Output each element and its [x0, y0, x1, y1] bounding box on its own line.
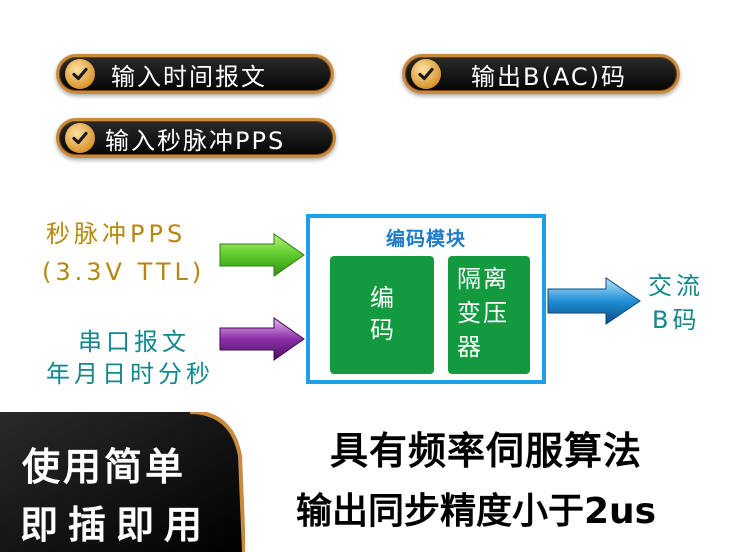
- output-arrow-icon: [547, 277, 641, 325]
- encode-label: 编码: [370, 284, 394, 344]
- corner-text-line1: 使用简单: [22, 445, 187, 489]
- badge-label: 输入秒脉冲PPS: [105, 126, 286, 155]
- isolation-label: 隔离变压器: [457, 265, 509, 361]
- isolation-transformer-block: 隔离变压器: [448, 256, 530, 374]
- feature-line1: 具有频率伺服算法: [330, 429, 643, 473]
- check-icon: [65, 59, 95, 89]
- badge-output-bac: 输出B(AC)码: [402, 54, 680, 94]
- check-icon: [65, 123, 95, 153]
- serial-content-label: 年月日时分秒: [46, 360, 214, 388]
- pps-arrow-icon: [219, 233, 305, 277]
- module-title: 编码模块: [385, 228, 466, 250]
- output-label-line2: B码: [652, 306, 701, 334]
- pps-input-label: 秒脉冲PPS: [46, 220, 187, 248]
- badge-label: 输入时间报文: [111, 62, 267, 91]
- corner-panel: [0, 412, 245, 552]
- serial-arrow-icon: [219, 317, 305, 361]
- badge-input-pps: 输入秒脉冲PPS: [56, 118, 336, 158]
- serial-input-label: 串口报文: [78, 328, 190, 356]
- check-icon: [411, 59, 441, 89]
- pps-voltage-label: (3.3V TTL): [42, 258, 206, 286]
- encoding-module: 编码模块 编码 隔离变压器: [306, 214, 546, 384]
- corner-text-line2: 即插即用: [20, 503, 213, 547]
- feature-line2: 输出同步精度小于2us: [296, 491, 657, 532]
- encode-block: 编码: [330, 256, 434, 374]
- output-label-line1: 交流: [648, 272, 704, 300]
- badge-label: 输出B(AC)码: [471, 62, 627, 91]
- badge-input-time-message: 输入时间报文: [56, 54, 334, 94]
